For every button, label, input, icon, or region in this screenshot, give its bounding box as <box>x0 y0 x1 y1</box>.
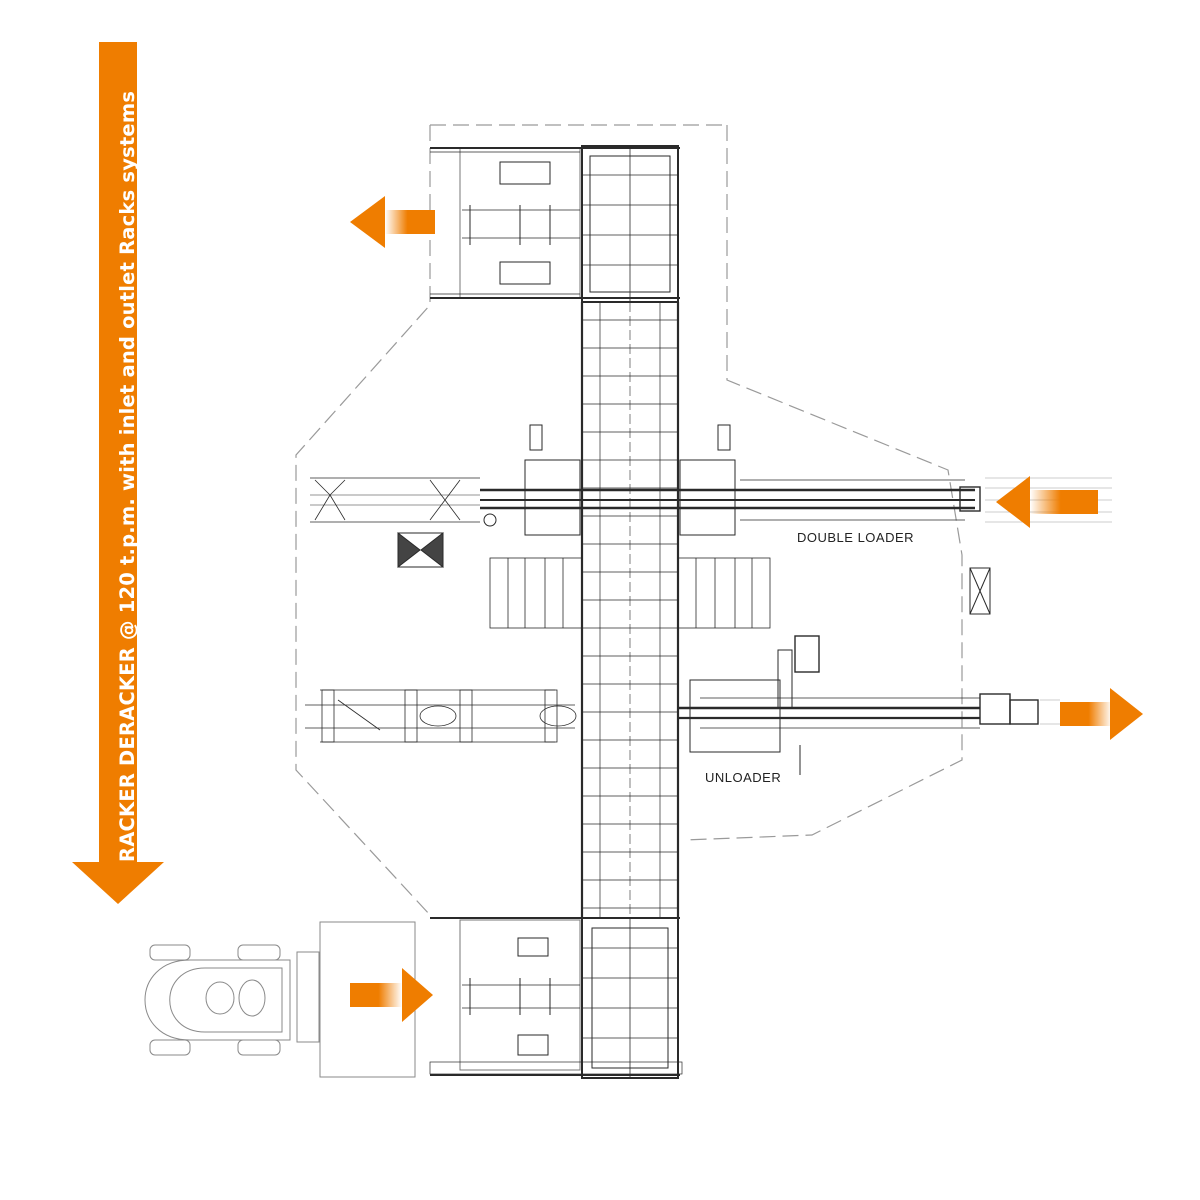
arrow-unloader-outlet <box>1060 688 1143 740</box>
valve-symbol-left <box>397 531 444 569</box>
cross-symbol-right <box>969 567 991 615</box>
double-loader-line <box>310 424 1112 536</box>
unloader-label: UNLOADER <box>705 770 782 785</box>
title-banner-arrow <box>72 42 164 904</box>
top-rack-station <box>430 145 680 303</box>
accumulation-tables <box>489 557 771 629</box>
arrow-bottom-inlet <box>350 968 433 1022</box>
left-lower-conveyor <box>305 689 577 743</box>
safety-fence <box>295 124 963 916</box>
double-loader-label: DOUBLE LOADER <box>797 530 915 545</box>
bottom-rack-station <box>429 917 683 1079</box>
unloader-line <box>678 635 1060 775</box>
arrow-loader-inlet <box>996 476 1098 528</box>
arrow-top-outlet <box>350 196 435 248</box>
central-conveyor <box>580 302 680 918</box>
